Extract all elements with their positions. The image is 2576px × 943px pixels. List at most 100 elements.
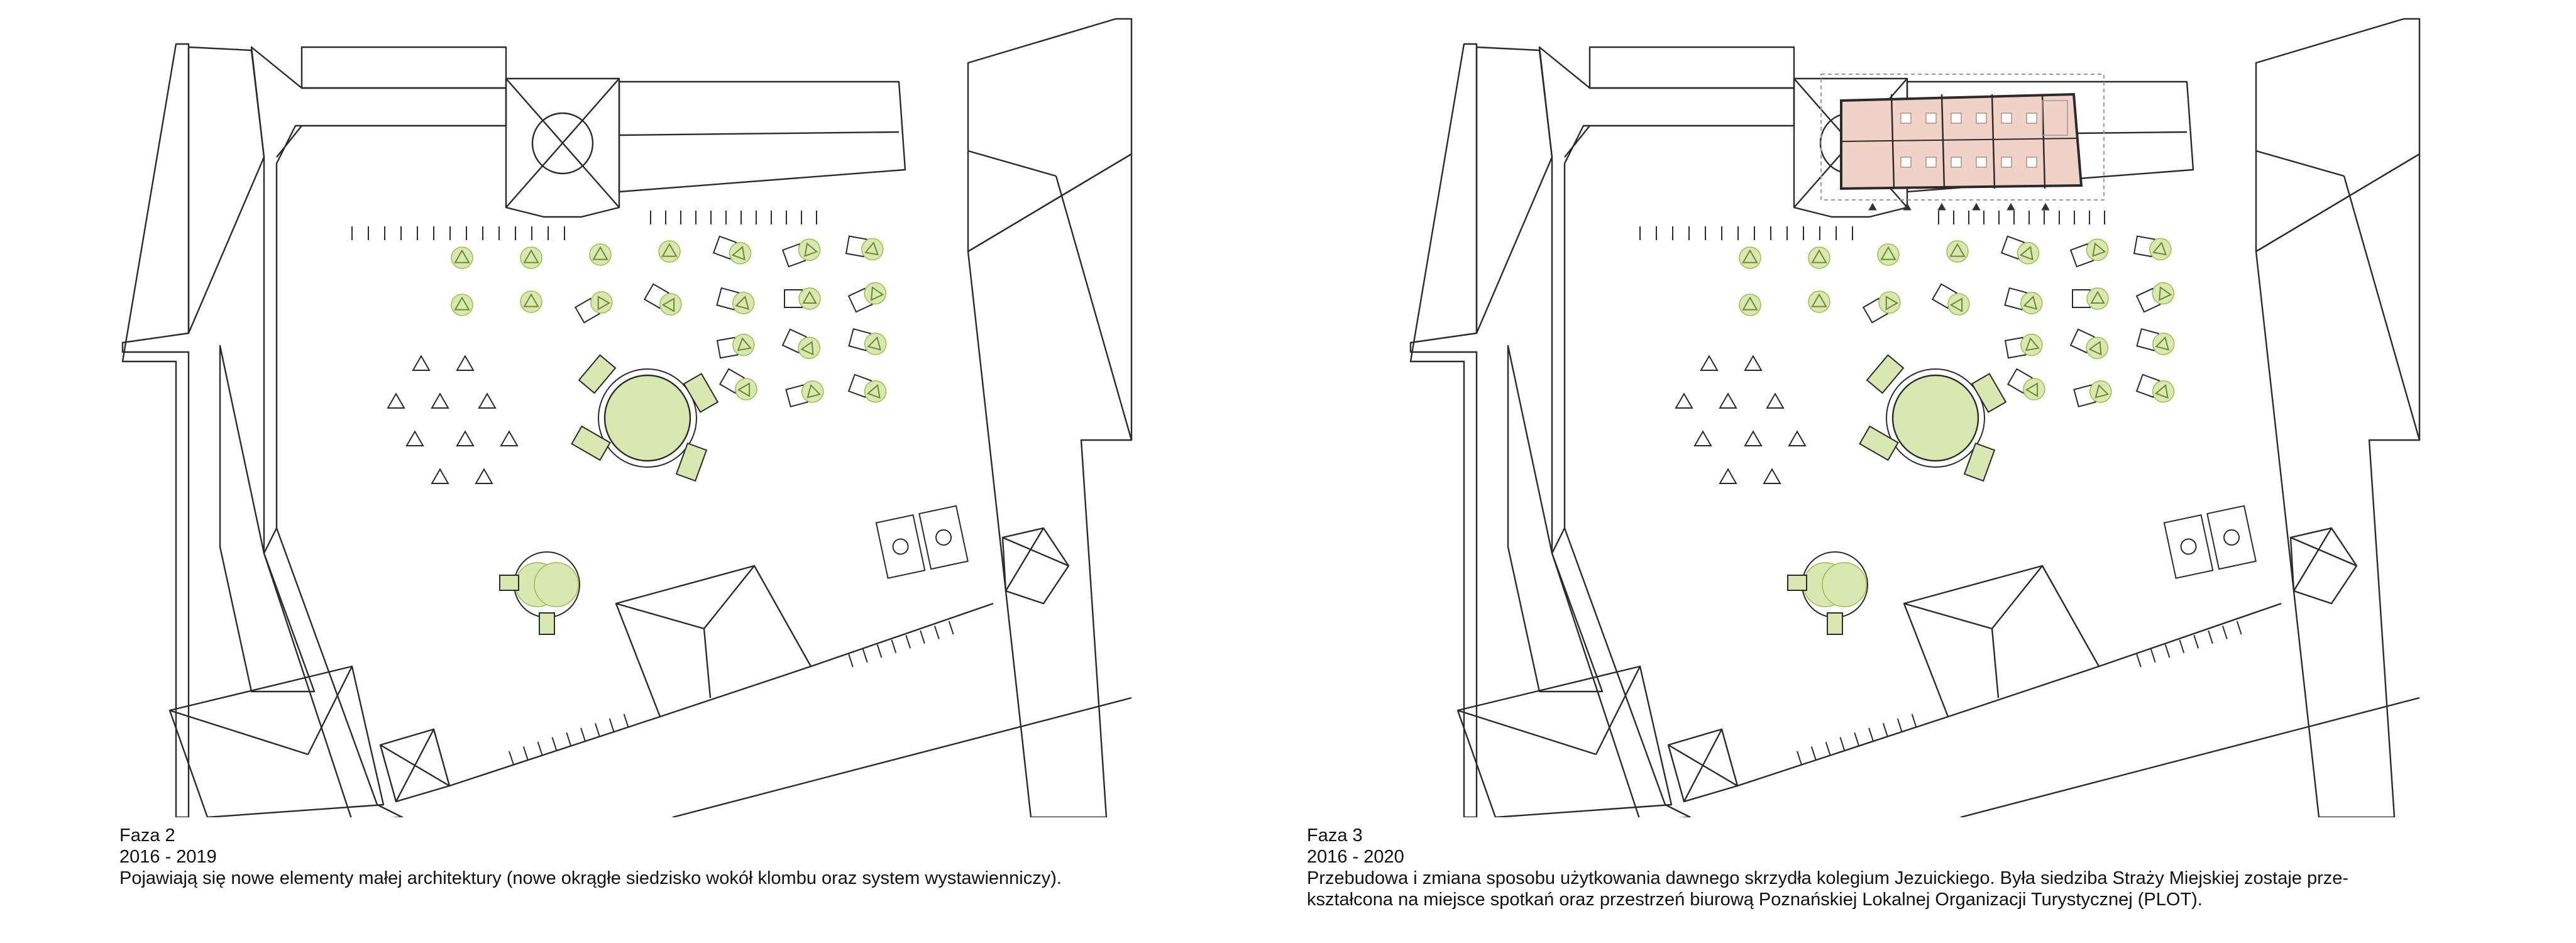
cafe-table-set <box>784 287 821 310</box>
site-plan-drawing <box>1409 18 2421 817</box>
cafe-table-set <box>785 380 824 408</box>
tree-triangle <box>387 392 405 409</box>
furniture-table <box>2001 157 2012 168</box>
south-west-ridge <box>307 666 353 755</box>
umbrella-frame <box>2025 337 2040 351</box>
umbrella-frame <box>454 249 470 263</box>
bench-wing <box>1859 425 1899 461</box>
square-south-edge <box>449 715 661 787</box>
tree-triangle <box>1675 392 1693 409</box>
umbrella <box>1739 246 1761 269</box>
umbrella <box>520 246 542 269</box>
umbrella-canopy <box>864 282 887 305</box>
furniture-table <box>2026 113 2037 124</box>
umbrella-frame <box>2090 290 2105 304</box>
furniture-table <box>2001 113 2012 124</box>
umbrella-canopy <box>864 380 887 403</box>
umbrella-frame <box>731 246 746 261</box>
umbrella-frame <box>2152 241 2167 256</box>
tree-triangle <box>1719 468 1737 485</box>
umbrella <box>520 290 542 313</box>
stair-block <box>2042 100 2068 136</box>
umbrella-frame <box>1880 246 1896 260</box>
west-wing-ridge <box>263 527 278 554</box>
south-central-ridge <box>1903 602 1993 630</box>
left-edge-building <box>1409 43 1478 817</box>
umbrella-frame <box>737 337 752 351</box>
umbrella-frame <box>2154 384 2169 399</box>
exhibition-stand <box>948 620 954 635</box>
exhibition-stand <box>2222 626 2228 639</box>
exhibition-stand <box>2136 653 2142 668</box>
plan-phase-3: Faza 3 2016 - 2020 Przebudowa i zmiana s… <box>1288 0 2576 943</box>
umbrella <box>451 246 473 269</box>
pavilion-diagonal <box>1002 536 1069 567</box>
exhibition-stand-row <box>2136 620 2242 668</box>
west-lower-block <box>1507 345 1604 693</box>
square-south-edge <box>2098 602 2282 668</box>
cafe-table-set <box>712 235 752 265</box>
exhibition-stand <box>2179 639 2185 653</box>
tree-triangle <box>475 468 493 485</box>
umbrella-canopy <box>1947 293 1970 316</box>
pavilion-diagonal <box>1005 527 1045 592</box>
umbrella-frame <box>2023 295 2037 310</box>
tree-triangle <box>456 355 475 372</box>
umbrella-frame <box>2094 383 2110 399</box>
tree-triangle <box>405 430 424 447</box>
exhibition-stand <box>891 639 897 653</box>
tree-triangle <box>1763 468 1781 485</box>
wing-partition <box>1890 94 1895 189</box>
umbrella <box>1739 294 1761 316</box>
exhibition-stand-row <box>1938 211 2105 224</box>
wing-boundary-dashed <box>1820 74 2105 201</box>
bicycle-parking <box>2163 505 2257 579</box>
east-ridge <box>1055 175 1133 441</box>
bench-wing <box>1971 373 2007 413</box>
north-east-building <box>967 18 1133 253</box>
umbrella-canopy <box>798 336 821 360</box>
bench-wing <box>499 575 519 591</box>
umbrella-canopy <box>659 293 682 316</box>
umbrella-frame <box>866 384 881 399</box>
tree-triangle <box>456 430 475 447</box>
round-flowerbed <box>603 374 691 462</box>
round-flowerbed <box>1891 374 1979 462</box>
tree-triangle <box>500 430 519 447</box>
entrance-marker <box>1937 202 1946 211</box>
cafe-table-set <box>2072 287 2109 310</box>
umbrella-frame <box>1742 249 1758 263</box>
left-edge-building <box>121 43 190 817</box>
exhibition-stand-row <box>351 226 565 240</box>
exhibition-stand <box>580 727 586 742</box>
west-wing-ridge <box>1564 125 1590 158</box>
umbrella <box>658 240 681 263</box>
bench-wing <box>683 373 719 413</box>
phase-years: 2016 - 2020 <box>1307 847 1404 867</box>
umbrella-frame <box>735 295 749 310</box>
west-wing-outline <box>250 46 507 817</box>
exhibition-stand <box>551 737 558 751</box>
site-plan-drawing <box>121 18 1133 817</box>
entrance-marker <box>1868 202 1877 211</box>
furniture-table <box>1900 157 1912 168</box>
phase-years: 2016 - 2019 <box>119 847 217 867</box>
south-central-ridge <box>1991 628 2000 698</box>
entrance-marker <box>1972 202 1981 211</box>
umbrella-frame <box>2088 341 2102 356</box>
parking-pad <box>2206 505 2257 570</box>
entrance-marker <box>2041 202 2050 211</box>
square-south-edge <box>810 602 994 668</box>
corner-building <box>1475 46 1553 334</box>
tree-triangle <box>1700 355 1719 372</box>
umbrella-frame <box>523 293 539 307</box>
exhibition-stand-row <box>650 211 817 224</box>
south-street-edge <box>1960 697 2420 817</box>
cafe-table-set <box>2069 238 2109 268</box>
south-west-block <box>168 665 385 817</box>
tree-triangle <box>1744 355 1763 372</box>
cafe-table-set <box>716 287 755 314</box>
exhibition-stand <box>920 630 925 644</box>
south-central-block <box>1903 565 2100 718</box>
tower-block <box>505 77 620 218</box>
